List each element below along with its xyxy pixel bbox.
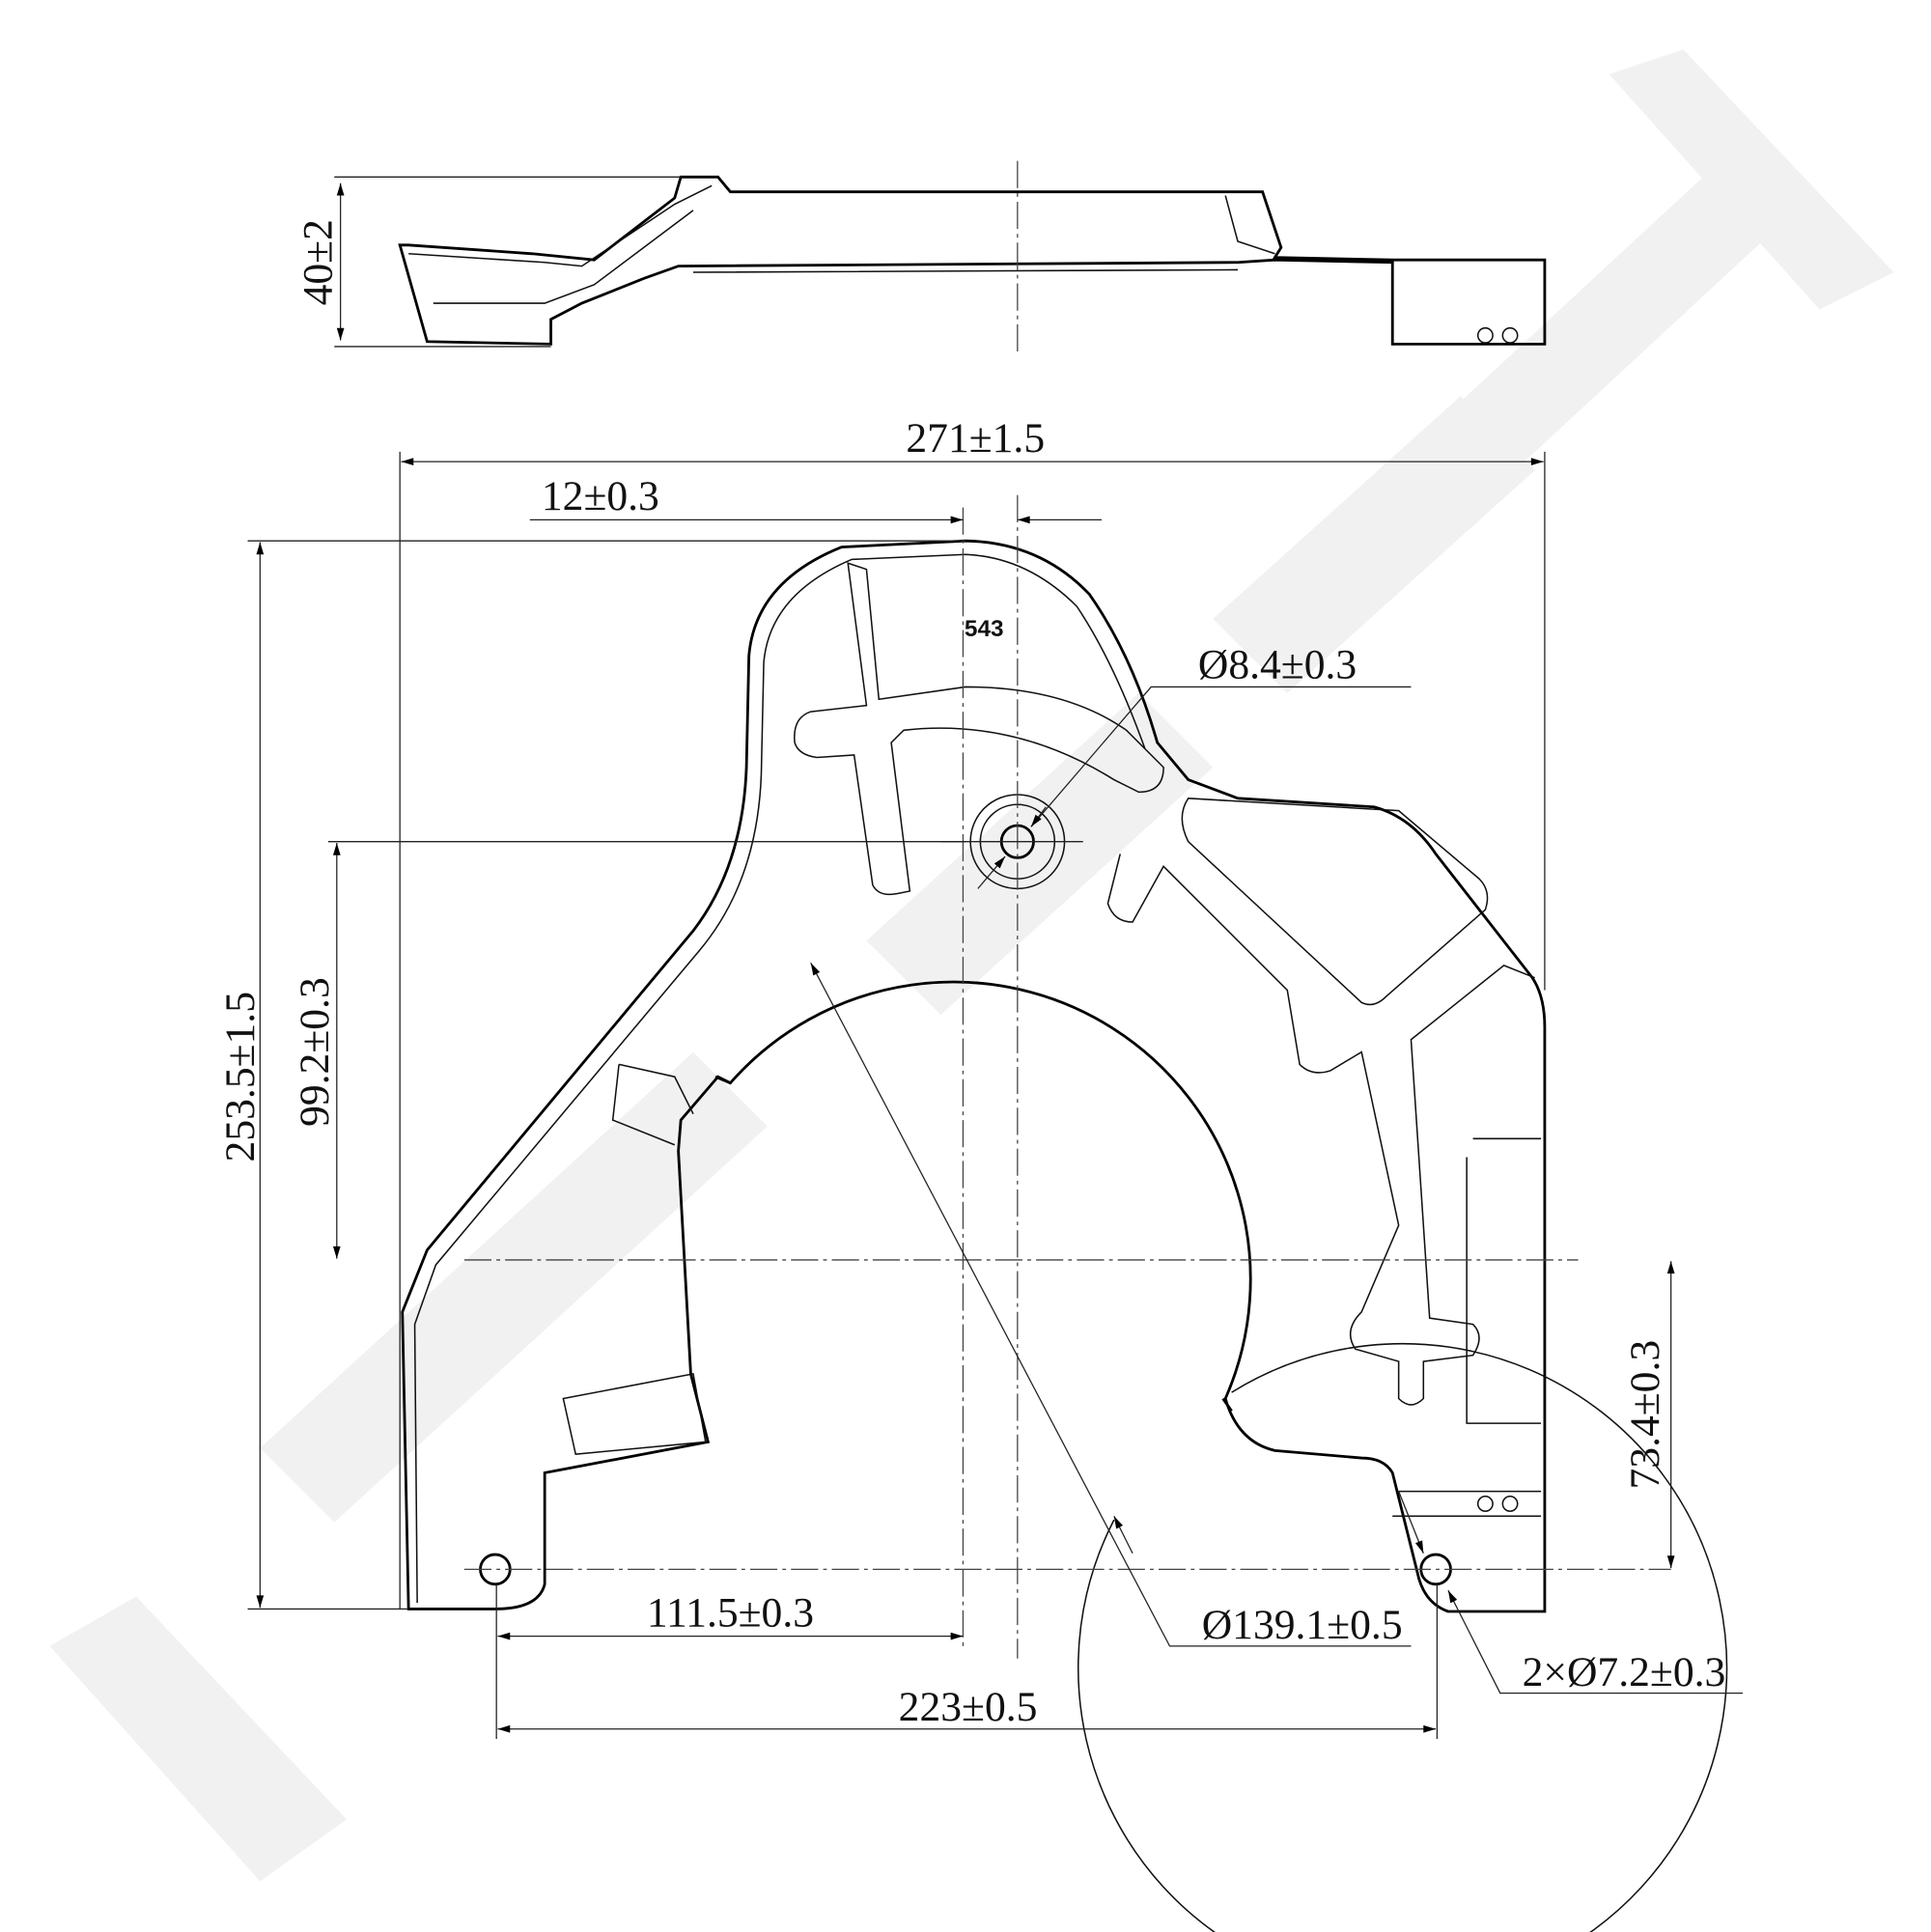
dim-overall-height: 253.5±1.5 (217, 992, 264, 1162)
dim-hole-spacing: 223±0.5 (899, 1684, 1038, 1730)
dim-overall-width: 271±1.5 (906, 415, 1045, 462)
dim-hole-to-center-v: 99.2±0.3 (292, 977, 338, 1127)
dim-mount-hole: 2×Ø7.2±0.3 (1523, 1649, 1726, 1695)
dimension-lines (247, 176, 1744, 1740)
dim-hole-to-center-h: 111.5±0.3 (647, 1589, 814, 1636)
dim-center-hole: Ø8.4±0.3 (1198, 641, 1357, 687)
dim-height-side: 40±2 (295, 219, 342, 305)
watermark-logo (49, 49, 1894, 1882)
dimension-labels: 40±2 271±1.5 12±0.3 253.5±1.5 99.2±0.3 7… (217, 219, 1725, 1730)
dim-bore: Ø139.1±0.5 (1202, 1602, 1403, 1648)
dim-offset: 12±0.3 (542, 473, 659, 519)
dim-mount-to-center-v: 73.4±0.3 (1622, 1340, 1668, 1490)
part-number: 543 (965, 616, 1004, 642)
side-view (398, 160, 1547, 353)
center-lines (463, 494, 1671, 1659)
